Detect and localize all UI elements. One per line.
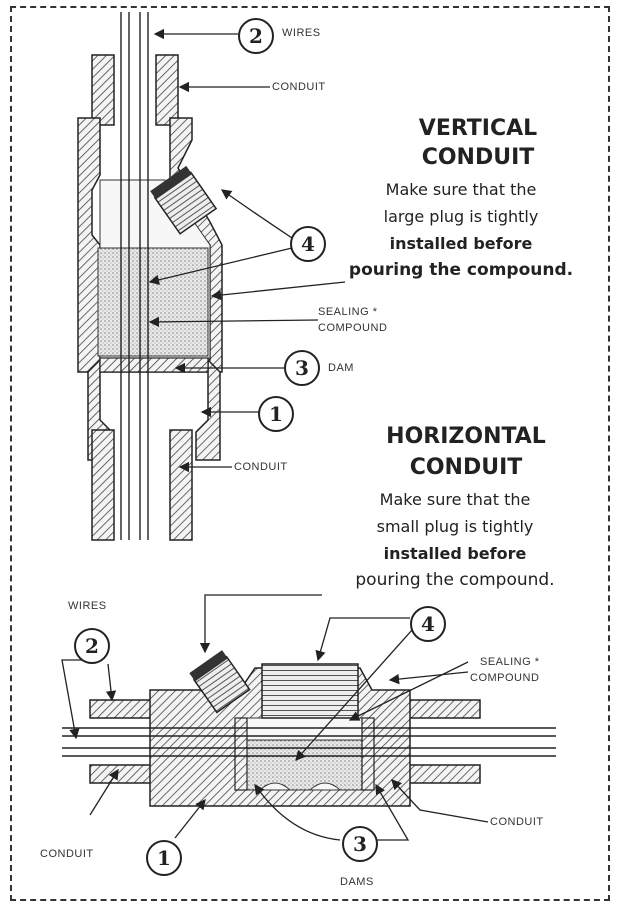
callout-2-vertical: 2 [238,18,274,54]
callout-4-horizontal: 4 [410,606,446,642]
large-plug [150,165,218,235]
horizontal-threaded-hub [261,663,359,719]
lower-conduit-right-wall [169,429,193,541]
note-horizontal-line1: Make sure that the [379,490,531,509]
note-vertical-line1: Make sure that the [385,180,537,199]
note-horizontal-line2: small plug is tightly [376,517,534,536]
note-vertical-line4: pouring the compound. [348,260,574,280]
label-conduit-bottom: CONDUIT [234,461,288,473]
dashed-figure-border [10,6,610,901]
note-vertical-line3: installed before [389,234,533,253]
label-dams: DAMS [340,876,374,888]
label-dam: DAM [328,362,354,374]
note-vertical-line2: large plug is tightly [383,207,539,226]
vertical-sealing-compound [97,247,209,357]
left-dam [234,717,248,791]
note-horizontal-line3: installed before [383,544,527,563]
callout-3-horizontal: 3 [342,826,378,862]
callout-3-vertical: 3 [284,350,320,386]
callout-1-vertical: 1 [258,396,294,432]
label-sealing-horizontal-1: SEALING * [480,656,540,668]
small-plug [189,650,251,714]
horizontal-fitting [61,594,556,841]
vertical-fitting [77,12,346,541]
upper-conduit-left-wall [91,54,115,126]
upper-conduit-right-wall [155,54,179,126]
callout-1-horizontal: 1 [146,840,182,876]
heading-horizontal-line1: HORIZONTAL [386,424,546,449]
label-sealing-vertical-1: SEALING * [318,306,378,318]
label-conduit-left: CONDUIT [40,848,94,860]
label-wires-horizontal: WIRES [68,600,107,612]
vertical-dam [99,357,209,373]
label-conduit-right: CONDUIT [490,816,544,828]
label-sealing-horizontal-2: COMPOUND [470,672,540,684]
label-conduit-top: CONDUIT [272,81,326,93]
heading-horizontal-line2: CONDUIT [409,455,523,480]
vertical-wires [120,12,149,540]
lower-conduit-left-wall [91,429,115,541]
heading-vertical-line2: CONDUIT [421,145,535,170]
horizontal-sealing-compound [241,739,367,791]
right-dam [361,717,375,791]
note-horizontal-line4: pouring the compound. [355,570,555,590]
note-horizontal: Make sure that the small plug is tightly… [330,486,580,594]
horizontal-wires [62,727,556,757]
label-wires-vertical: WIRES [282,27,321,39]
callout-4-vertical: 4 [290,226,326,262]
callout-2-horizontal: 2 [74,628,110,664]
note-vertical: Make sure that the large plug is tightly… [336,176,586,284]
heading-vertical-line1: VERTICAL [418,116,538,141]
label-sealing-vertical-2: COMPOUND [318,322,388,334]
